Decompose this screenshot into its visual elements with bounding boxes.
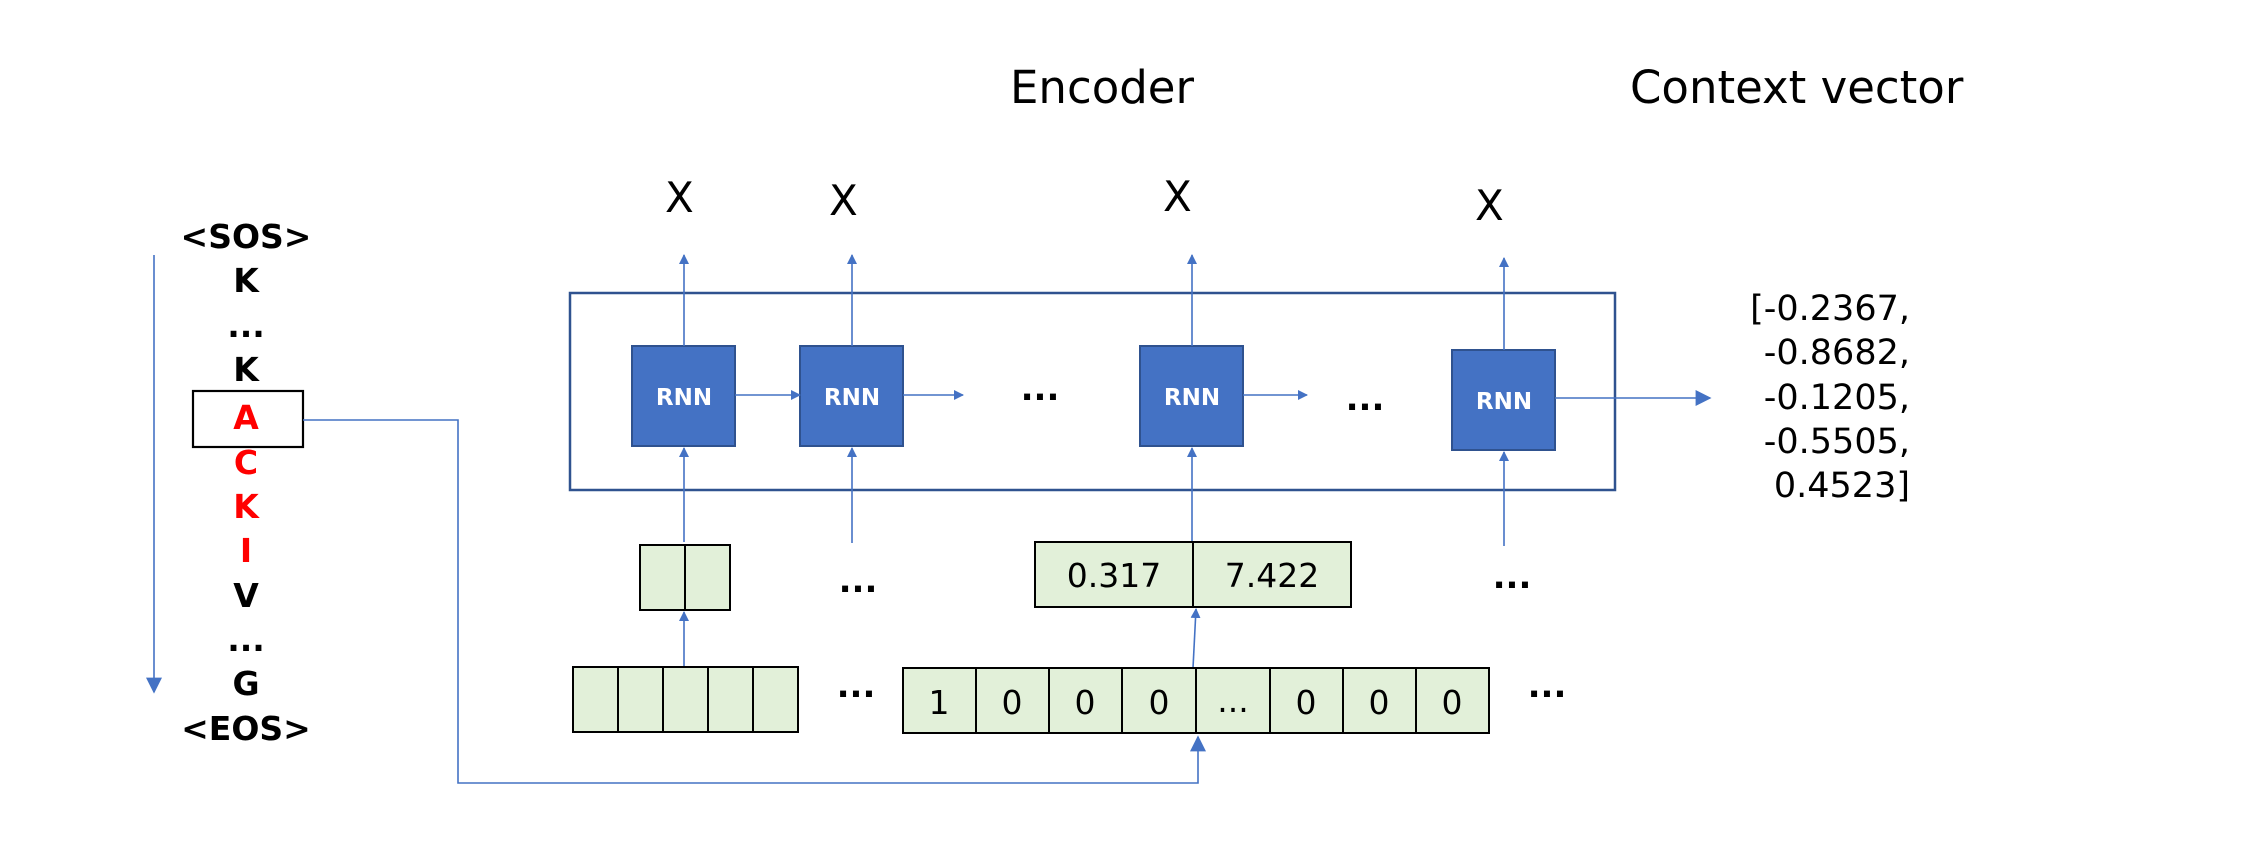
- rnn-cell: RNN: [1451, 349, 1556, 451]
- token-to-onehot-connector: [303, 419, 1206, 784]
- sequence-token: ...: [227, 306, 265, 345]
- svg-text:RNN: RNN: [1164, 385, 1220, 411]
- ellipsis: ...: [1021, 369, 1060, 409]
- sequence-token: K: [233, 261, 260, 300]
- rnn-cell: RNN: [631, 345, 736, 447]
- context-vector-value: [-0.2367,: [1750, 289, 1910, 329]
- sequence-token-highlighted: A: [233, 398, 259, 437]
- one-hot-value: 0: [1296, 683, 1317, 722]
- svg-text:RNN: RNN: [1476, 389, 1532, 415]
- sequence-token: V: [233, 576, 259, 615]
- one-hot-value: 1: [929, 683, 950, 722]
- sequence-token-highlighted: I: [240, 531, 252, 570]
- output-label: X: [829, 176, 858, 225]
- embedding-value: 7.422: [1225, 556, 1319, 595]
- sequence-token-highlighted: C: [234, 443, 258, 482]
- sequence-token: G: [232, 664, 259, 703]
- sequence-token: <EOS>: [181, 709, 311, 748]
- output-label: X: [665, 173, 694, 222]
- one-hot-value: 0: [1442, 683, 1463, 722]
- context-vector-value: -0.1205,: [1764, 378, 1910, 418]
- one-hot-value: 0: [1369, 683, 1390, 722]
- ellipsis: ...: [839, 561, 878, 601]
- embedding-value: 0.317: [1067, 556, 1161, 595]
- output-label: X: [1475, 181, 1504, 230]
- sequence: <SOS> K ... K A C K I V ... G <EOS>: [181, 217, 312, 748]
- ellipsis: ...: [1528, 666, 1567, 706]
- output-label: X: [1163, 172, 1192, 221]
- context-vector-value: 0.4523]: [1774, 466, 1910, 506]
- onehot-to-embedding-arrow: [1190, 608, 1201, 669]
- ellipsis: ...: [1346, 379, 1385, 419]
- context-vector-heading: Context vector: [1630, 61, 1964, 114]
- context-vector-values: [-0.2367, -0.8682, -0.1205, -0.5505, 0.4…: [1750, 289, 1910, 506]
- one-hot-value: ...: [1217, 681, 1248, 720]
- one-hot-value: 0: [1002, 683, 1023, 722]
- sequence-token: ...: [227, 620, 265, 659]
- ellipsis: ...: [1493, 557, 1532, 597]
- one-hot-vector-small: [572, 666, 799, 733]
- svg-text:RNN: RNN: [824, 385, 880, 411]
- rnn-cell: RNN: [1139, 345, 1244, 447]
- ellipsis: ...: [837, 666, 876, 706]
- one-hot-vector: 1 0 0 0 ... 0 0 0: [902, 667, 1490, 734]
- embedding-vector: 0.317 7.422: [1034, 541, 1352, 608]
- sequence-token: K: [233, 350, 260, 389]
- embedding-vector-small: [639, 544, 731, 611]
- encoder-heading: Encoder: [1010, 61, 1194, 114]
- context-vector-value: -0.8682,: [1764, 333, 1910, 373]
- one-hot-value: 0: [1075, 683, 1096, 722]
- sequence-token-highlighted: K: [233, 487, 260, 526]
- one-hot-value: 0: [1149, 683, 1170, 722]
- sequence-token: <SOS>: [181, 217, 312, 256]
- encoder-frame: [568, 291, 1617, 492]
- current-token-box: [191, 389, 305, 449]
- context-vector-value: -0.5505,: [1764, 422, 1910, 462]
- svg-text:RNN: RNN: [656, 385, 712, 411]
- rnn-cell: RNN: [799, 345, 904, 447]
